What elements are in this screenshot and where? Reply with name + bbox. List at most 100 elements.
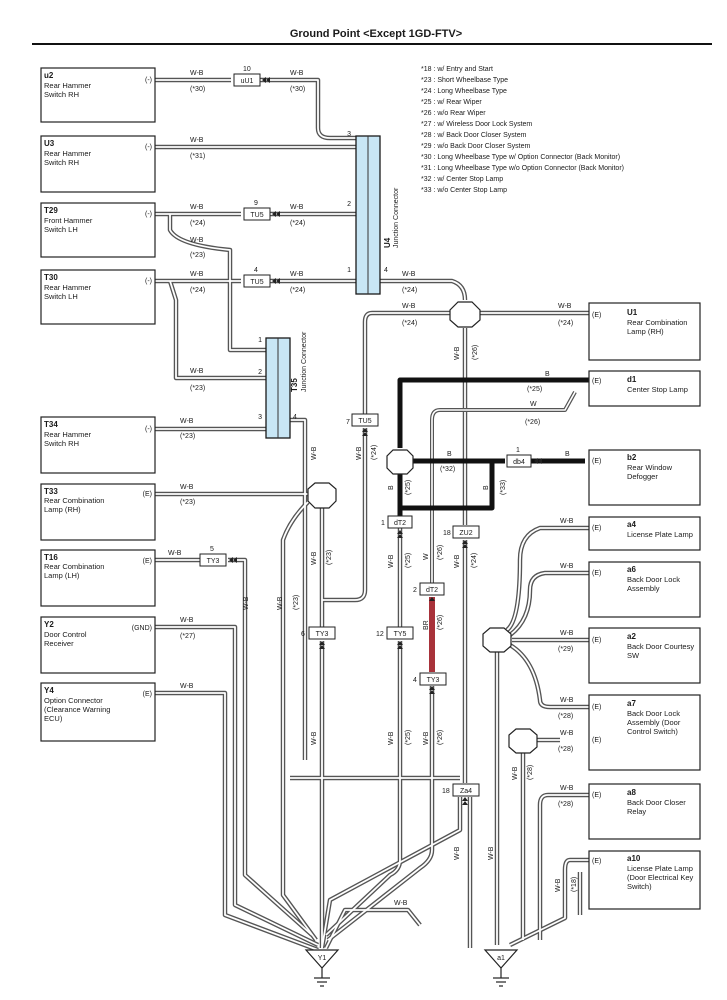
svg-text:Back Door Closer: Back Door Closer: [627, 798, 686, 807]
svg-text:(*31): (*31): [190, 153, 205, 160]
note-29: *29 : w/o Back Door Closer System: [421, 143, 530, 150]
svg-text:(*29): (*29): [558, 646, 573, 653]
svg-text:(-): (-): [145, 211, 152, 218]
svg-text:W-B: W-B: [560, 785, 574, 792]
component-U1: (E) U1 Rear Combination Lamp (RH): [588, 302, 701, 361]
svg-text:(*27): (*27): [180, 633, 195, 640]
svg-text:(GND): (GND): [132, 625, 152, 632]
svg-text:7: 7: [346, 419, 350, 426]
svg-text:1: 1: [381, 520, 385, 527]
connector-TY3-5: TY3 5: [199, 546, 227, 567]
svg-text:W-B: W-B: [180, 683, 194, 690]
svg-text:(*25): (*25): [527, 386, 542, 393]
component-Y2: Y2 Door Control Receiver (GND): [40, 616, 156, 674]
svg-text:W-B: W-B: [402, 303, 416, 310]
svg-text:W-B: W-B: [311, 731, 318, 745]
svg-text:d1: d1: [627, 375, 637, 384]
connector-uU1: uU1 10: [233, 66, 261, 87]
connector-TU5-9: TU5 9: [243, 200, 271, 221]
svg-text:Center Stop Lamp: Center Stop Lamp: [627, 385, 688, 394]
svg-text:W-B: W-B: [168, 550, 182, 557]
svg-text:10: 10: [243, 66, 251, 73]
svg-text:(*26): (*26): [472, 345, 479, 360]
svg-text:W-B: W-B: [560, 518, 574, 525]
svg-text:4: 4: [413, 677, 417, 684]
note-32: *32 : w/ Center Stop Lamp: [421, 176, 503, 183]
splice-node-a7: [508, 728, 538, 754]
component-T29: T29 Front Hammer Switch LH (-): [40, 202, 156, 258]
svg-text:Back Door Courtesy: Back Door Courtesy: [627, 642, 694, 651]
svg-text:(*26): (*26): [525, 419, 540, 426]
svg-text:T30: T30: [44, 273, 58, 282]
svg-text:W-B: W-B: [243, 596, 250, 610]
svg-text:(E): (E): [143, 491, 152, 498]
svg-text:SW: SW: [627, 651, 640, 660]
svg-text:(*23): (*23): [180, 499, 195, 506]
svg-text:(-): (-): [145, 278, 152, 285]
svg-text:W-B: W-B: [190, 368, 204, 375]
svg-text:a7: a7: [627, 699, 636, 708]
component-u2: u2 Rear Hammer Switch RH (-): [40, 67, 156, 123]
svg-text:Door Control: Door Control: [44, 630, 87, 639]
svg-text:a6: a6: [627, 565, 636, 574]
svg-text:dT2: dT2: [426, 587, 438, 594]
svg-text:(E): (E): [592, 458, 601, 465]
svg-text:2: 2: [413, 587, 417, 594]
svg-text:(*23): (*23): [326, 550, 333, 565]
svg-text:Switch RH: Switch RH: [44, 90, 79, 99]
component-a4: (E) a4 License Plate Lamp: [588, 516, 701, 551]
svg-text:b2: b2: [627, 453, 637, 462]
svg-text:W-B: W-B: [388, 731, 395, 745]
svg-text:W-B: W-B: [180, 617, 194, 624]
svg-text:Za4: Za4: [460, 788, 472, 795]
svg-text:Switch RH: Switch RH: [44, 439, 79, 448]
svg-text:3: 3: [347, 131, 351, 138]
svg-text:4: 4: [293, 414, 297, 421]
svg-text:W-B: W-B: [290, 204, 304, 211]
svg-text:Rear Hammer: Rear Hammer: [44, 430, 92, 439]
svg-text:3: 3: [258, 414, 262, 421]
svg-text:B: B: [545, 371, 550, 378]
note-18: *18 : w/ Entry and Start: [421, 66, 493, 73]
note-28: *28 : w/ Back Door Closer System: [421, 132, 527, 139]
svg-text:(*24): (*24): [558, 320, 573, 327]
svg-text:18: 18: [442, 788, 450, 795]
svg-text:W-B: W-B: [290, 271, 304, 278]
svg-text:Assembly: Assembly: [627, 584, 660, 593]
svg-text:db4: db4: [513, 459, 525, 466]
w-wires: [430, 391, 577, 610]
svg-text:(*28): (*28): [558, 746, 573, 753]
svg-text:W-B: W-B: [558, 303, 572, 310]
component-a10: (E) a10 License Plate Lamp (Door Electri…: [588, 850, 701, 910]
component-b2: (E) b2 Rear Window Defogger: [588, 449, 701, 506]
svg-text:(*24): (*24): [290, 220, 305, 227]
svg-text:(*23): (*23): [190, 385, 205, 392]
svg-text:(E): (E): [592, 792, 601, 799]
wire-labels: W-B (*30) W-B (*30) W-B (*31) W-B (*24) …: [168, 70, 578, 907]
svg-text:(*24): (*24): [190, 220, 205, 227]
svg-text:(*23): (*23): [190, 252, 205, 259]
svg-text:1: 1: [258, 337, 262, 344]
connector-dT2-1: dT2 1: [381, 515, 413, 529]
svg-text:T34: T34: [44, 420, 58, 429]
splice-node-upper: [449, 301, 481, 328]
svg-text:T33: T33: [44, 487, 58, 496]
svg-text:(E): (E): [143, 691, 152, 698]
component-T34: T34 Rear Hammer Switch RH (-): [40, 416, 156, 474]
svg-text:(E): (E): [592, 858, 601, 865]
junction-T35: 1 2 3 4 T35 Junction Connector: [258, 331, 308, 439]
ground-Y1: Y1: [304, 949, 340, 987]
component-a2: (E) a2 Back Door Courtesy SW: [588, 627, 701, 684]
splice-node-b: [386, 449, 414, 475]
vlabel: W-B: [454, 346, 461, 360]
page-title: Ground Point <Except 1GD-FTV>: [290, 28, 462, 40]
svg-text:Switch LH: Switch LH: [44, 225, 78, 234]
svg-text:W-B: W-B: [555, 878, 562, 892]
svg-text:TY5: TY5: [394, 631, 407, 638]
note-33: *33 : w/o Center Stop Lamp: [421, 187, 507, 194]
svg-text:Switch RH: Switch RH: [44, 158, 79, 167]
note-26: *26 : w/o Rear Wiper: [421, 110, 486, 117]
svg-text:Control Switch): Control Switch): [627, 727, 678, 736]
svg-text:5: 5: [210, 546, 214, 553]
svg-text:18: 18: [443, 530, 451, 537]
